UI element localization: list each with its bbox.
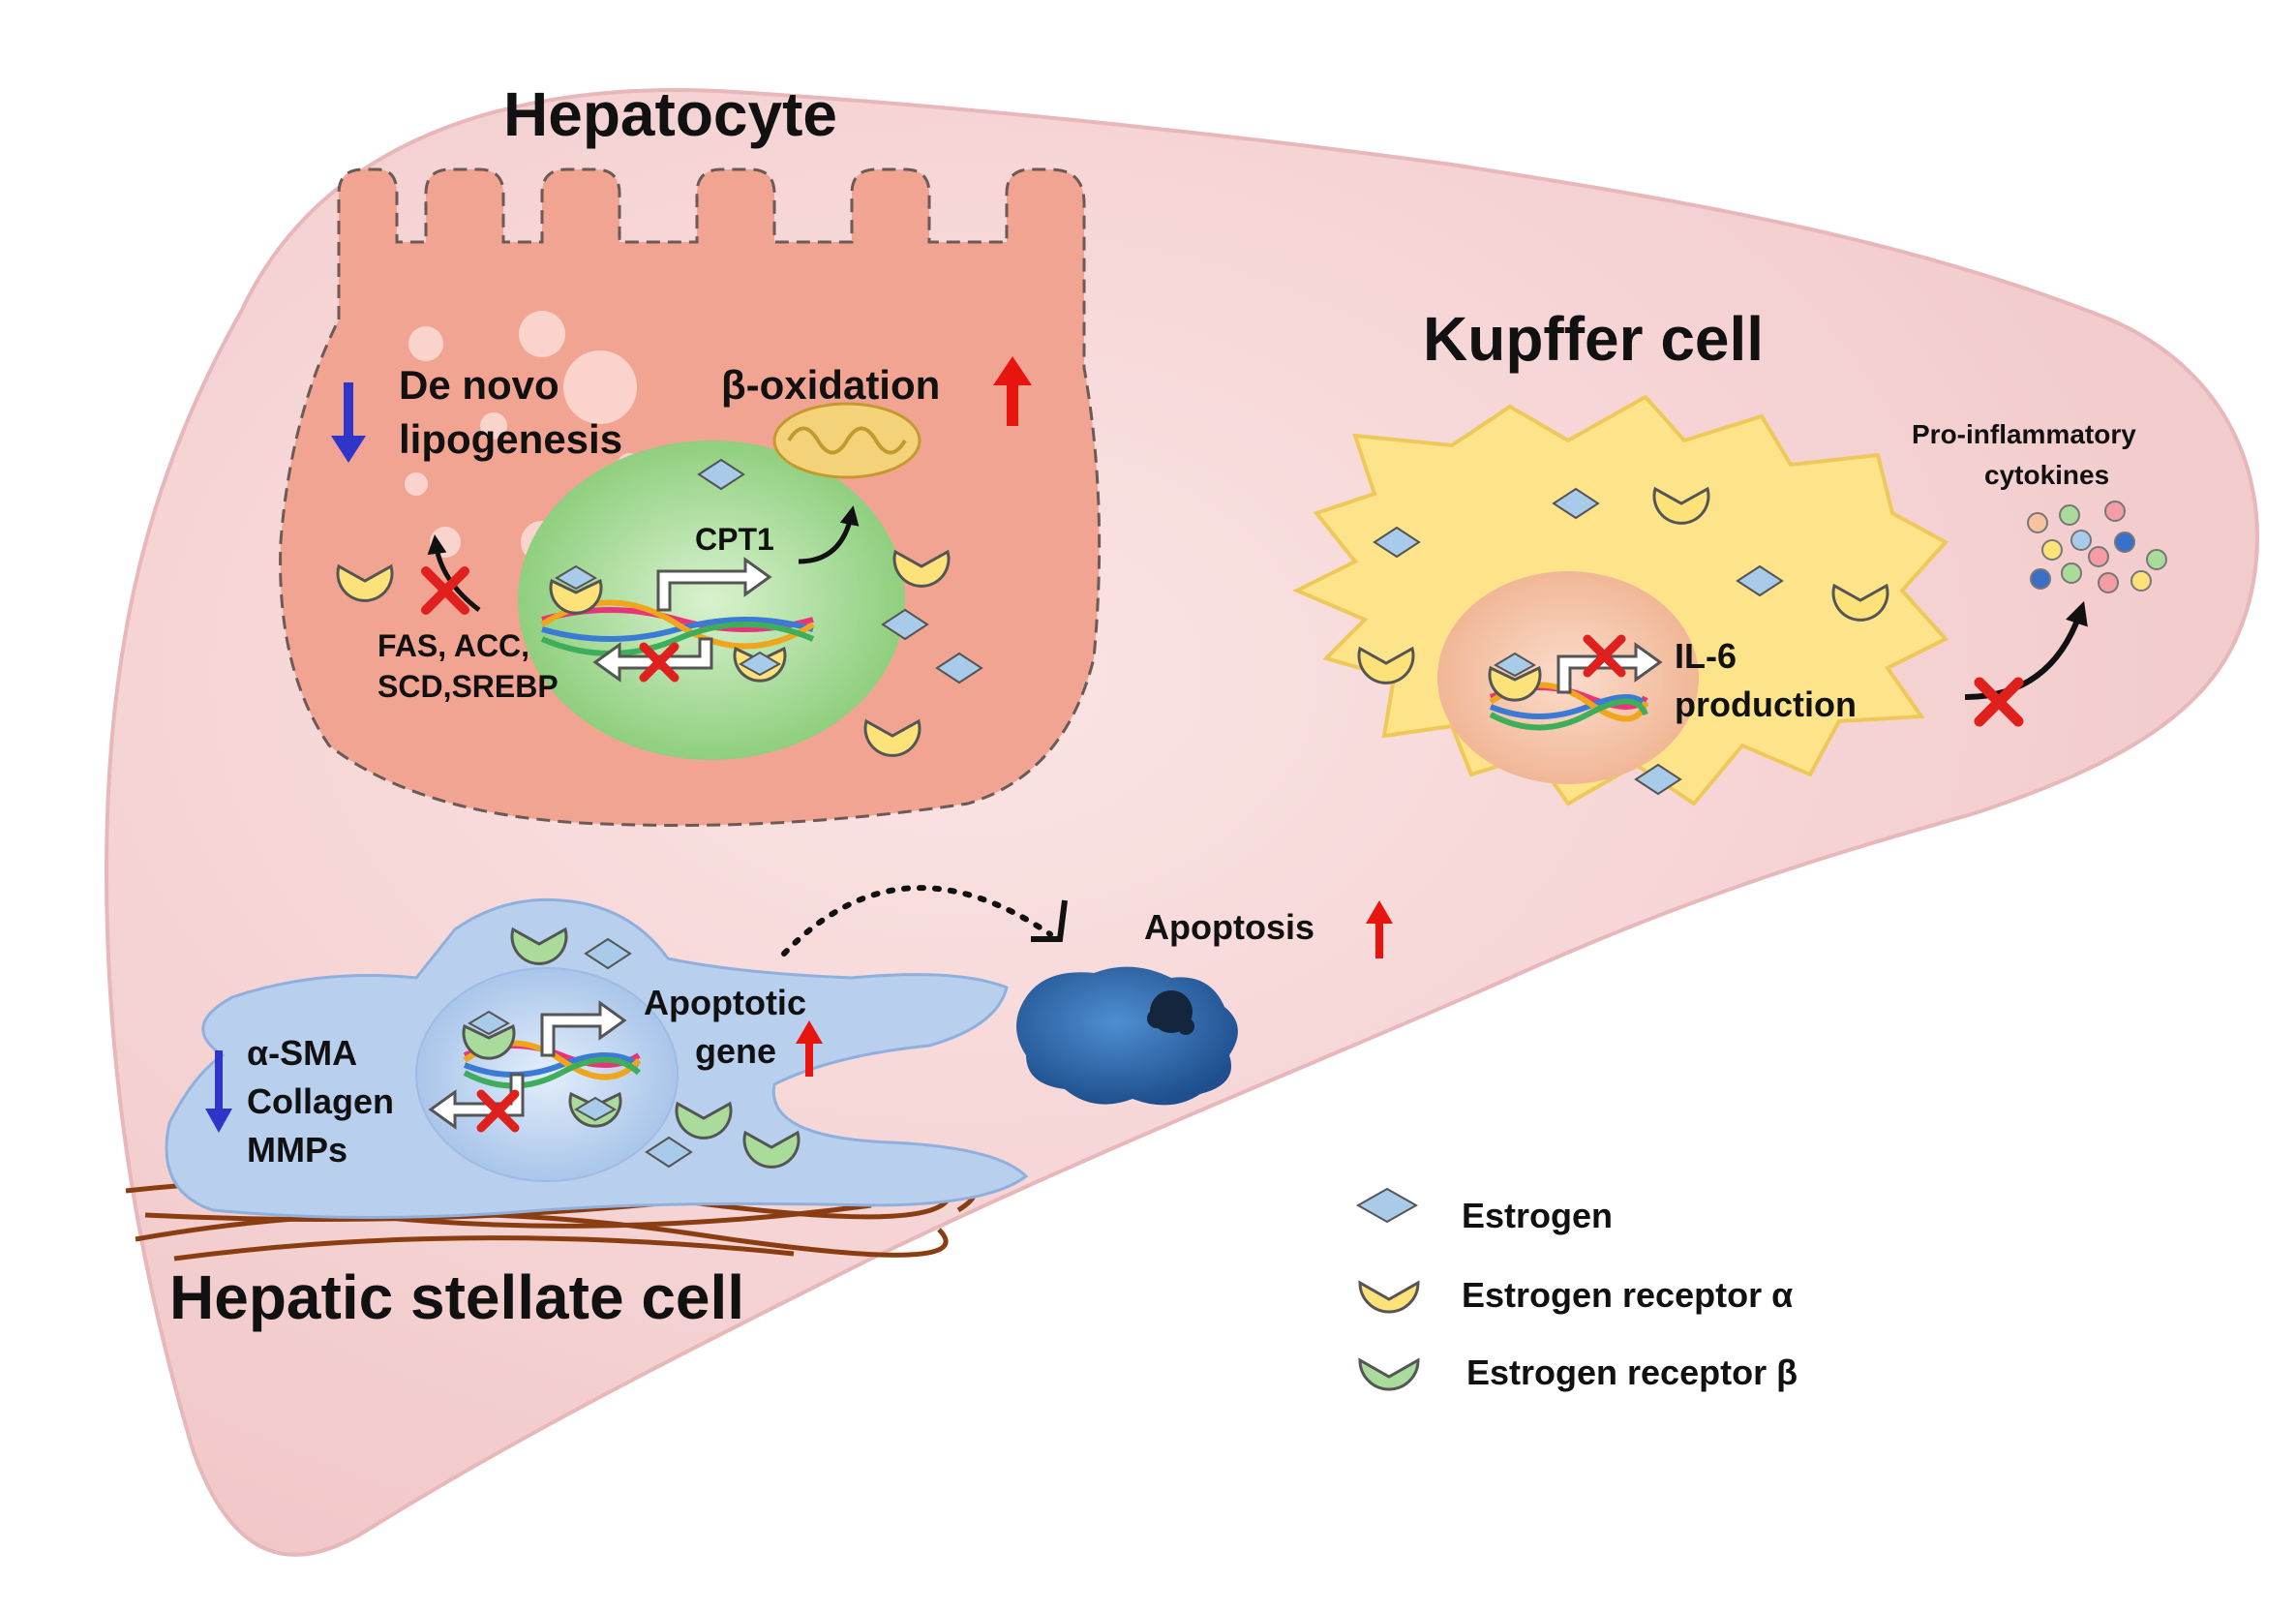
mmps-label: MMPs — [247, 1130, 347, 1170]
er-alpha-icon — [549, 564, 603, 615]
cpt1-to-mito-arrow — [798, 505, 860, 564]
er-alpha-icon — [1652, 486, 1710, 525]
er-alpha-icon — [1357, 646, 1415, 684]
pro-inflammatory-label: Pro-inflammatory — [1912, 419, 2136, 449]
kupffer-title: Kupffer cell — [1423, 304, 1764, 374]
cpt1-label: CPT1 — [695, 522, 774, 557]
lipogenic-genes-label-2: SCD,SREBP — [378, 669, 559, 704]
de-novo-label: De novo — [399, 362, 559, 408]
il6-transcription-arrow — [1556, 642, 1663, 694]
er-alpha-icon — [892, 549, 951, 588]
er-alpha-icon — [1488, 652, 1542, 702]
apoptosis-dotted-arrow — [781, 885, 1053, 957]
legend-er-alpha-label: Estrogen receptor α — [1462, 1275, 1793, 1315]
alpha-sma-label: α-SMA — [247, 1033, 357, 1073]
er-alpha-icon — [733, 646, 787, 683]
up-arrow-icon — [993, 356, 1032, 426]
hepatocyte-nucleus — [518, 441, 905, 760]
estrogen-icon — [1634, 763, 1682, 796]
lipogenic-up-arrow — [427, 534, 481, 612]
down-arrow-icon — [331, 382, 366, 463]
production-label: production — [1675, 684, 1857, 724]
er-alpha-icon — [863, 718, 921, 757]
apoptosis-label: Apoptosis — [1144, 907, 1314, 947]
estrogen-icon — [881, 608, 929, 641]
stellate-title: Hepatic stellate cell — [169, 1262, 744, 1332]
estrogen-icon — [935, 652, 983, 684]
er-beta-icon — [462, 1010, 516, 1060]
inhibition-x-icon — [476, 1089, 520, 1133]
mitochondrion-icon — [772, 402, 921, 479]
er-beta-icon — [510, 927, 568, 965]
gene-label: gene — [695, 1031, 776, 1071]
legend-estrogen-label: Estrogen — [1462, 1196, 1613, 1235]
er-beta-icon — [568, 1091, 622, 1128]
il6-label: IL-6 — [1675, 636, 1737, 676]
up-arrow-icon — [1366, 900, 1393, 958]
cpt1-transcription-arrow — [656, 557, 772, 612]
inhibition-x-icon — [1974, 677, 2024, 727]
apoptosis-arrowhead — [1031, 899, 1068, 942]
er-alpha-icon — [336, 563, 394, 602]
cytokines-label: cytokines — [1984, 460, 2109, 490]
estrogen-icon — [1552, 487, 1600, 520]
beta-oxidation-label: β-oxidation — [721, 362, 940, 408]
legend-er-beta-icon — [1358, 1357, 1420, 1391]
stellate-nucleus — [415, 967, 679, 1182]
legend-estrogen-icon — [1355, 1187, 1419, 1224]
estrogen-icon — [584, 937, 632, 970]
chromatin-fragment — [1147, 1009, 1166, 1028]
apoptotic-label: Apoptotic — [644, 983, 806, 1022]
lipogenesis-label: lipogenesis — [399, 416, 622, 462]
er-beta-icon — [675, 1101, 733, 1140]
inhibition-x-icon — [421, 566, 469, 615]
apoptotic-transcription-arrow — [540, 1000, 627, 1057]
estrogen-icon — [1736, 564, 1784, 597]
legend-er-alpha-icon — [1358, 1280, 1420, 1314]
hepatocyte-title: Hepatocyte — [503, 79, 837, 149]
estrogen-icon — [1373, 526, 1421, 559]
up-arrow-icon — [796, 1020, 823, 1077]
apoptotic-cell — [1016, 966, 1238, 1106]
er-beta-icon — [742, 1130, 801, 1169]
chromatin-fragment — [1177, 1018, 1194, 1035]
down-arrow-icon — [205, 1050, 232, 1133]
inhibition-x-icon — [639, 642, 680, 683]
cytokine-release-arrow — [1964, 600, 2088, 700]
estrogen-icon — [645, 1136, 693, 1169]
collagen-label: Collagen — [247, 1081, 394, 1121]
er-alpha-icon — [1831, 583, 1889, 622]
legend-er-beta-label: Estrogen receptor β — [1466, 1353, 1798, 1392]
lipogenic-genes-label-1: FAS, ACC, — [378, 628, 529, 663]
cytokine-icon — [2027, 501, 2167, 593]
legend: Estrogen Estrogen receptor α Estrogen re… — [1355, 1187, 1798, 1392]
inhibition-x-icon — [1583, 634, 1626, 678]
estrogen-icon — [697, 458, 745, 491]
